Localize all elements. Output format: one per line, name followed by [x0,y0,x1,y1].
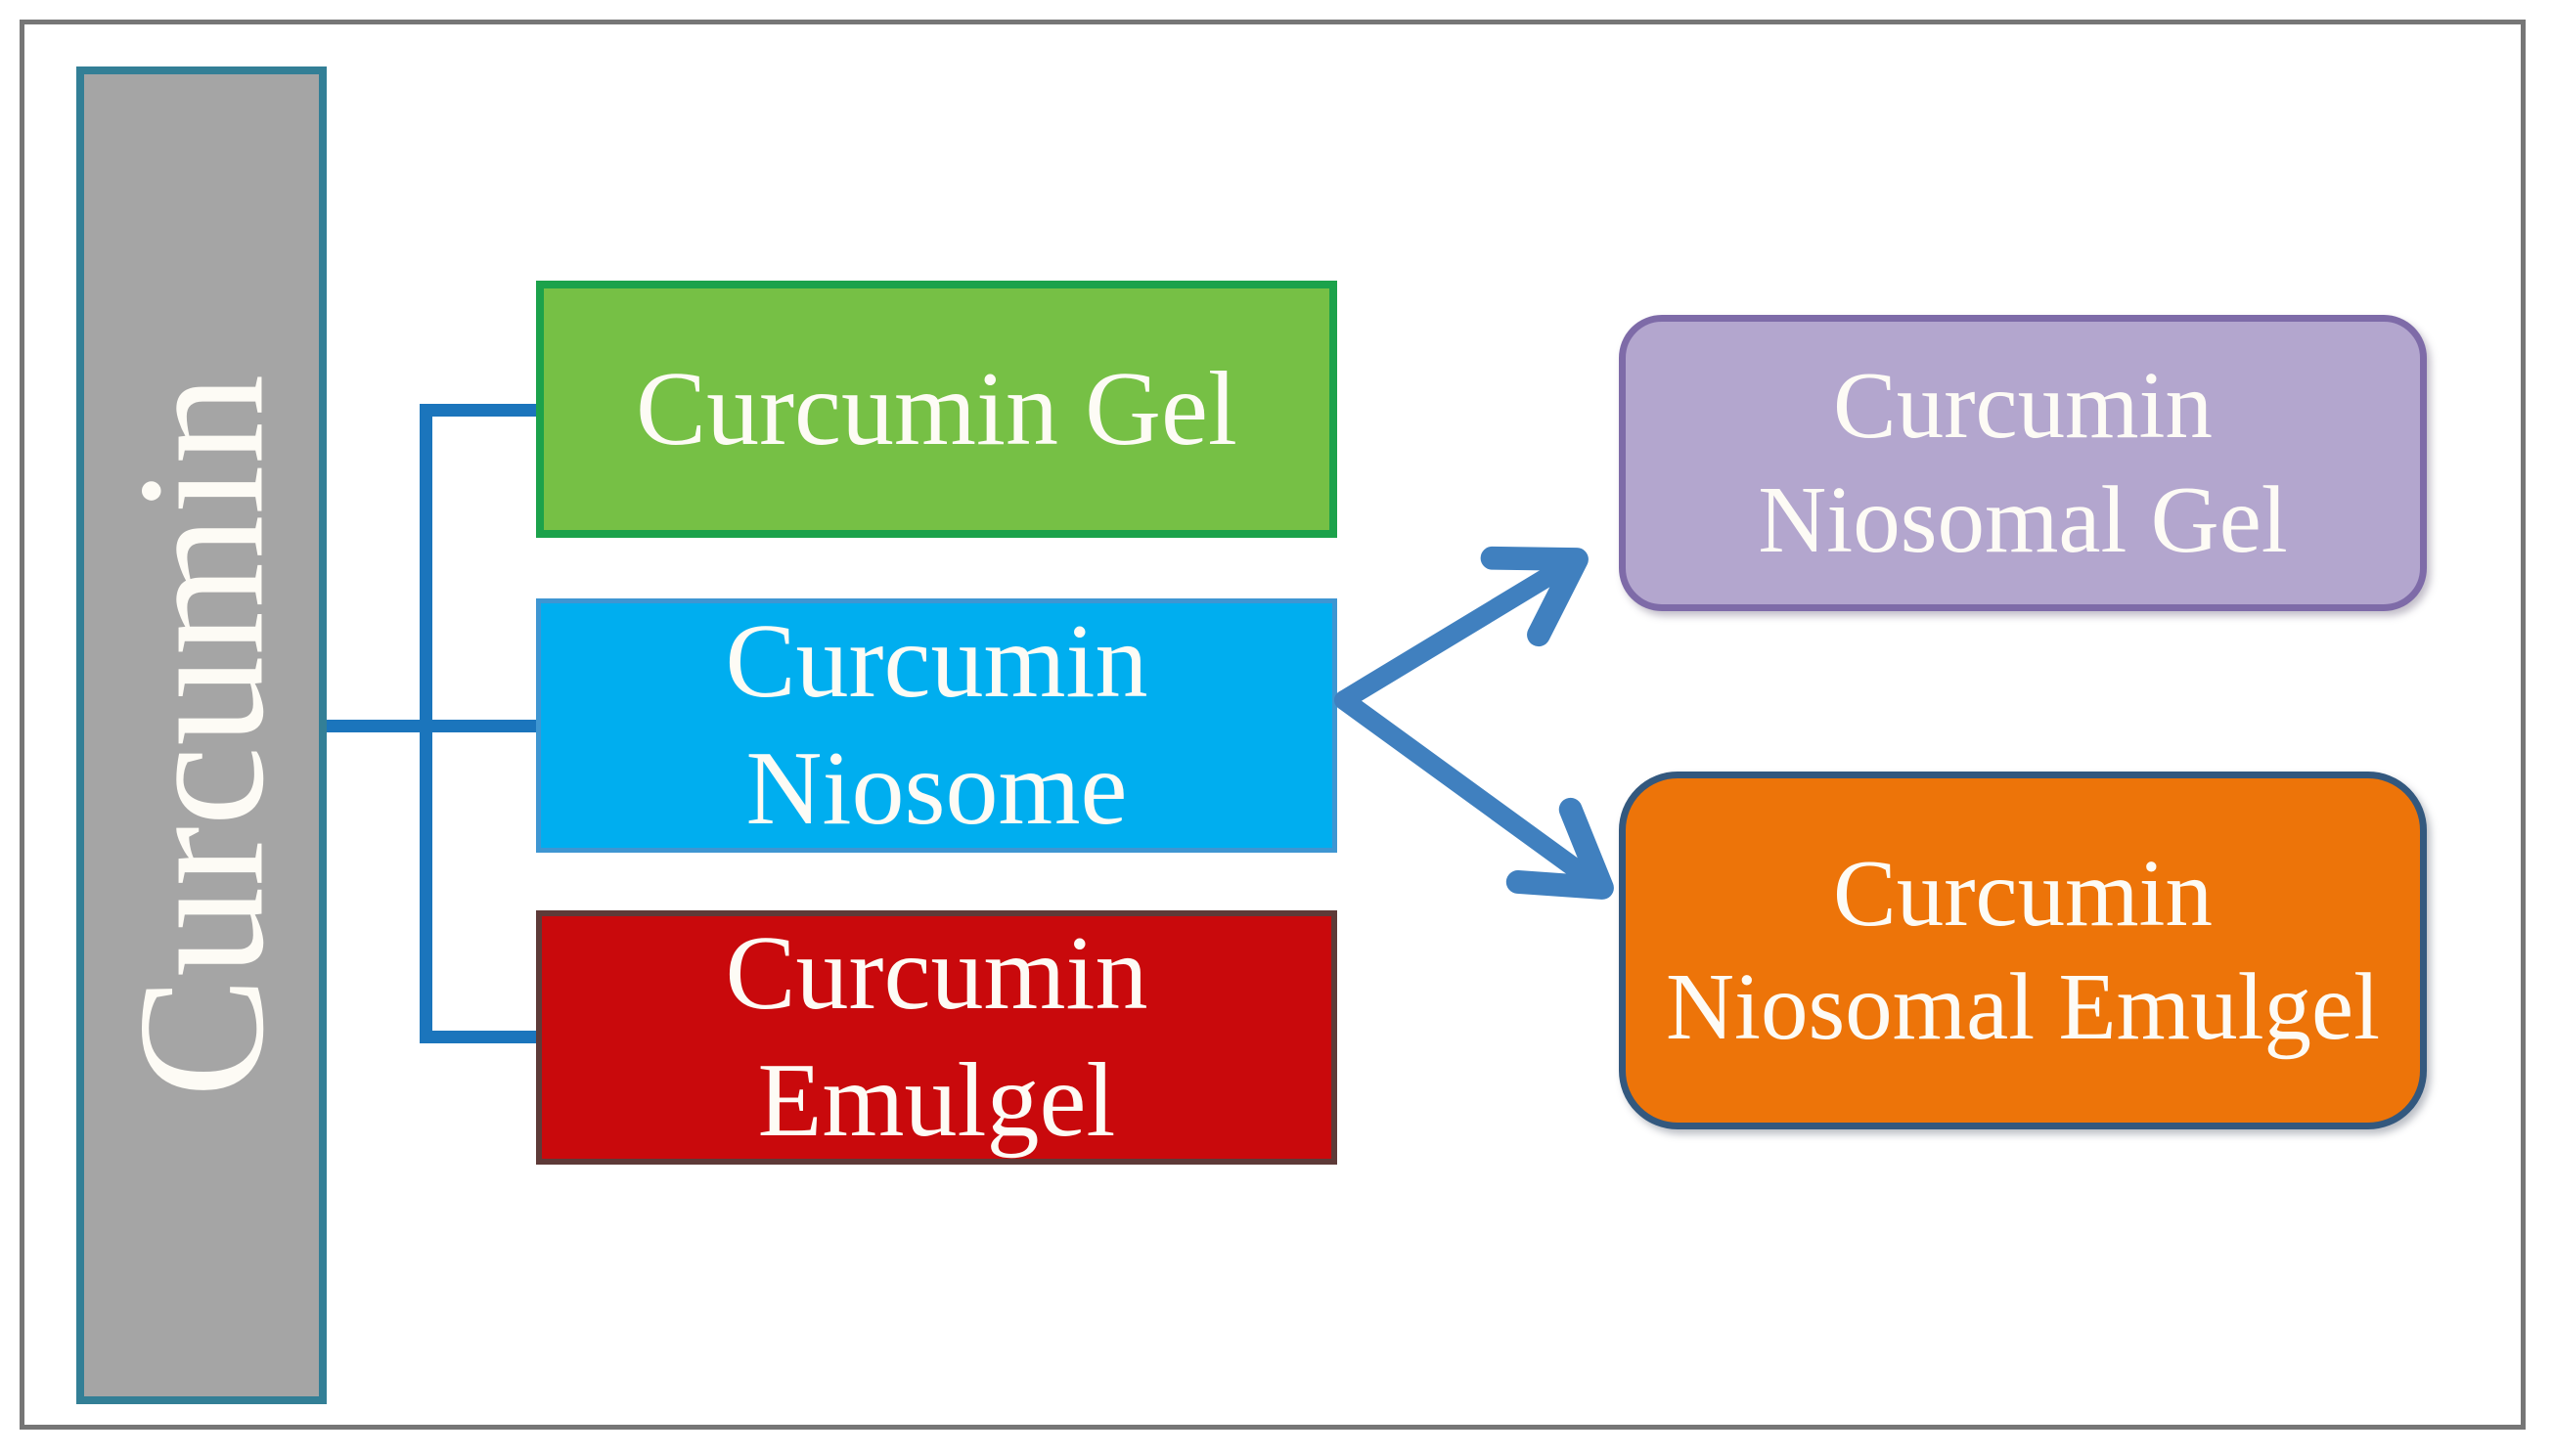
outer-frame [20,20,2526,1430]
connector-to-emulgel [420,1031,536,1043]
connector-to-gel [420,404,536,417]
root-node-label: Curcumin [101,374,302,1097]
root-node-curcumin: Curcumin [76,66,327,1404]
node-curcumin-gel-label: Curcumin Gel [636,350,1237,467]
node-curcumin-gel: Curcumin Gel [536,281,1337,538]
connector-to-niosome [327,720,536,732]
